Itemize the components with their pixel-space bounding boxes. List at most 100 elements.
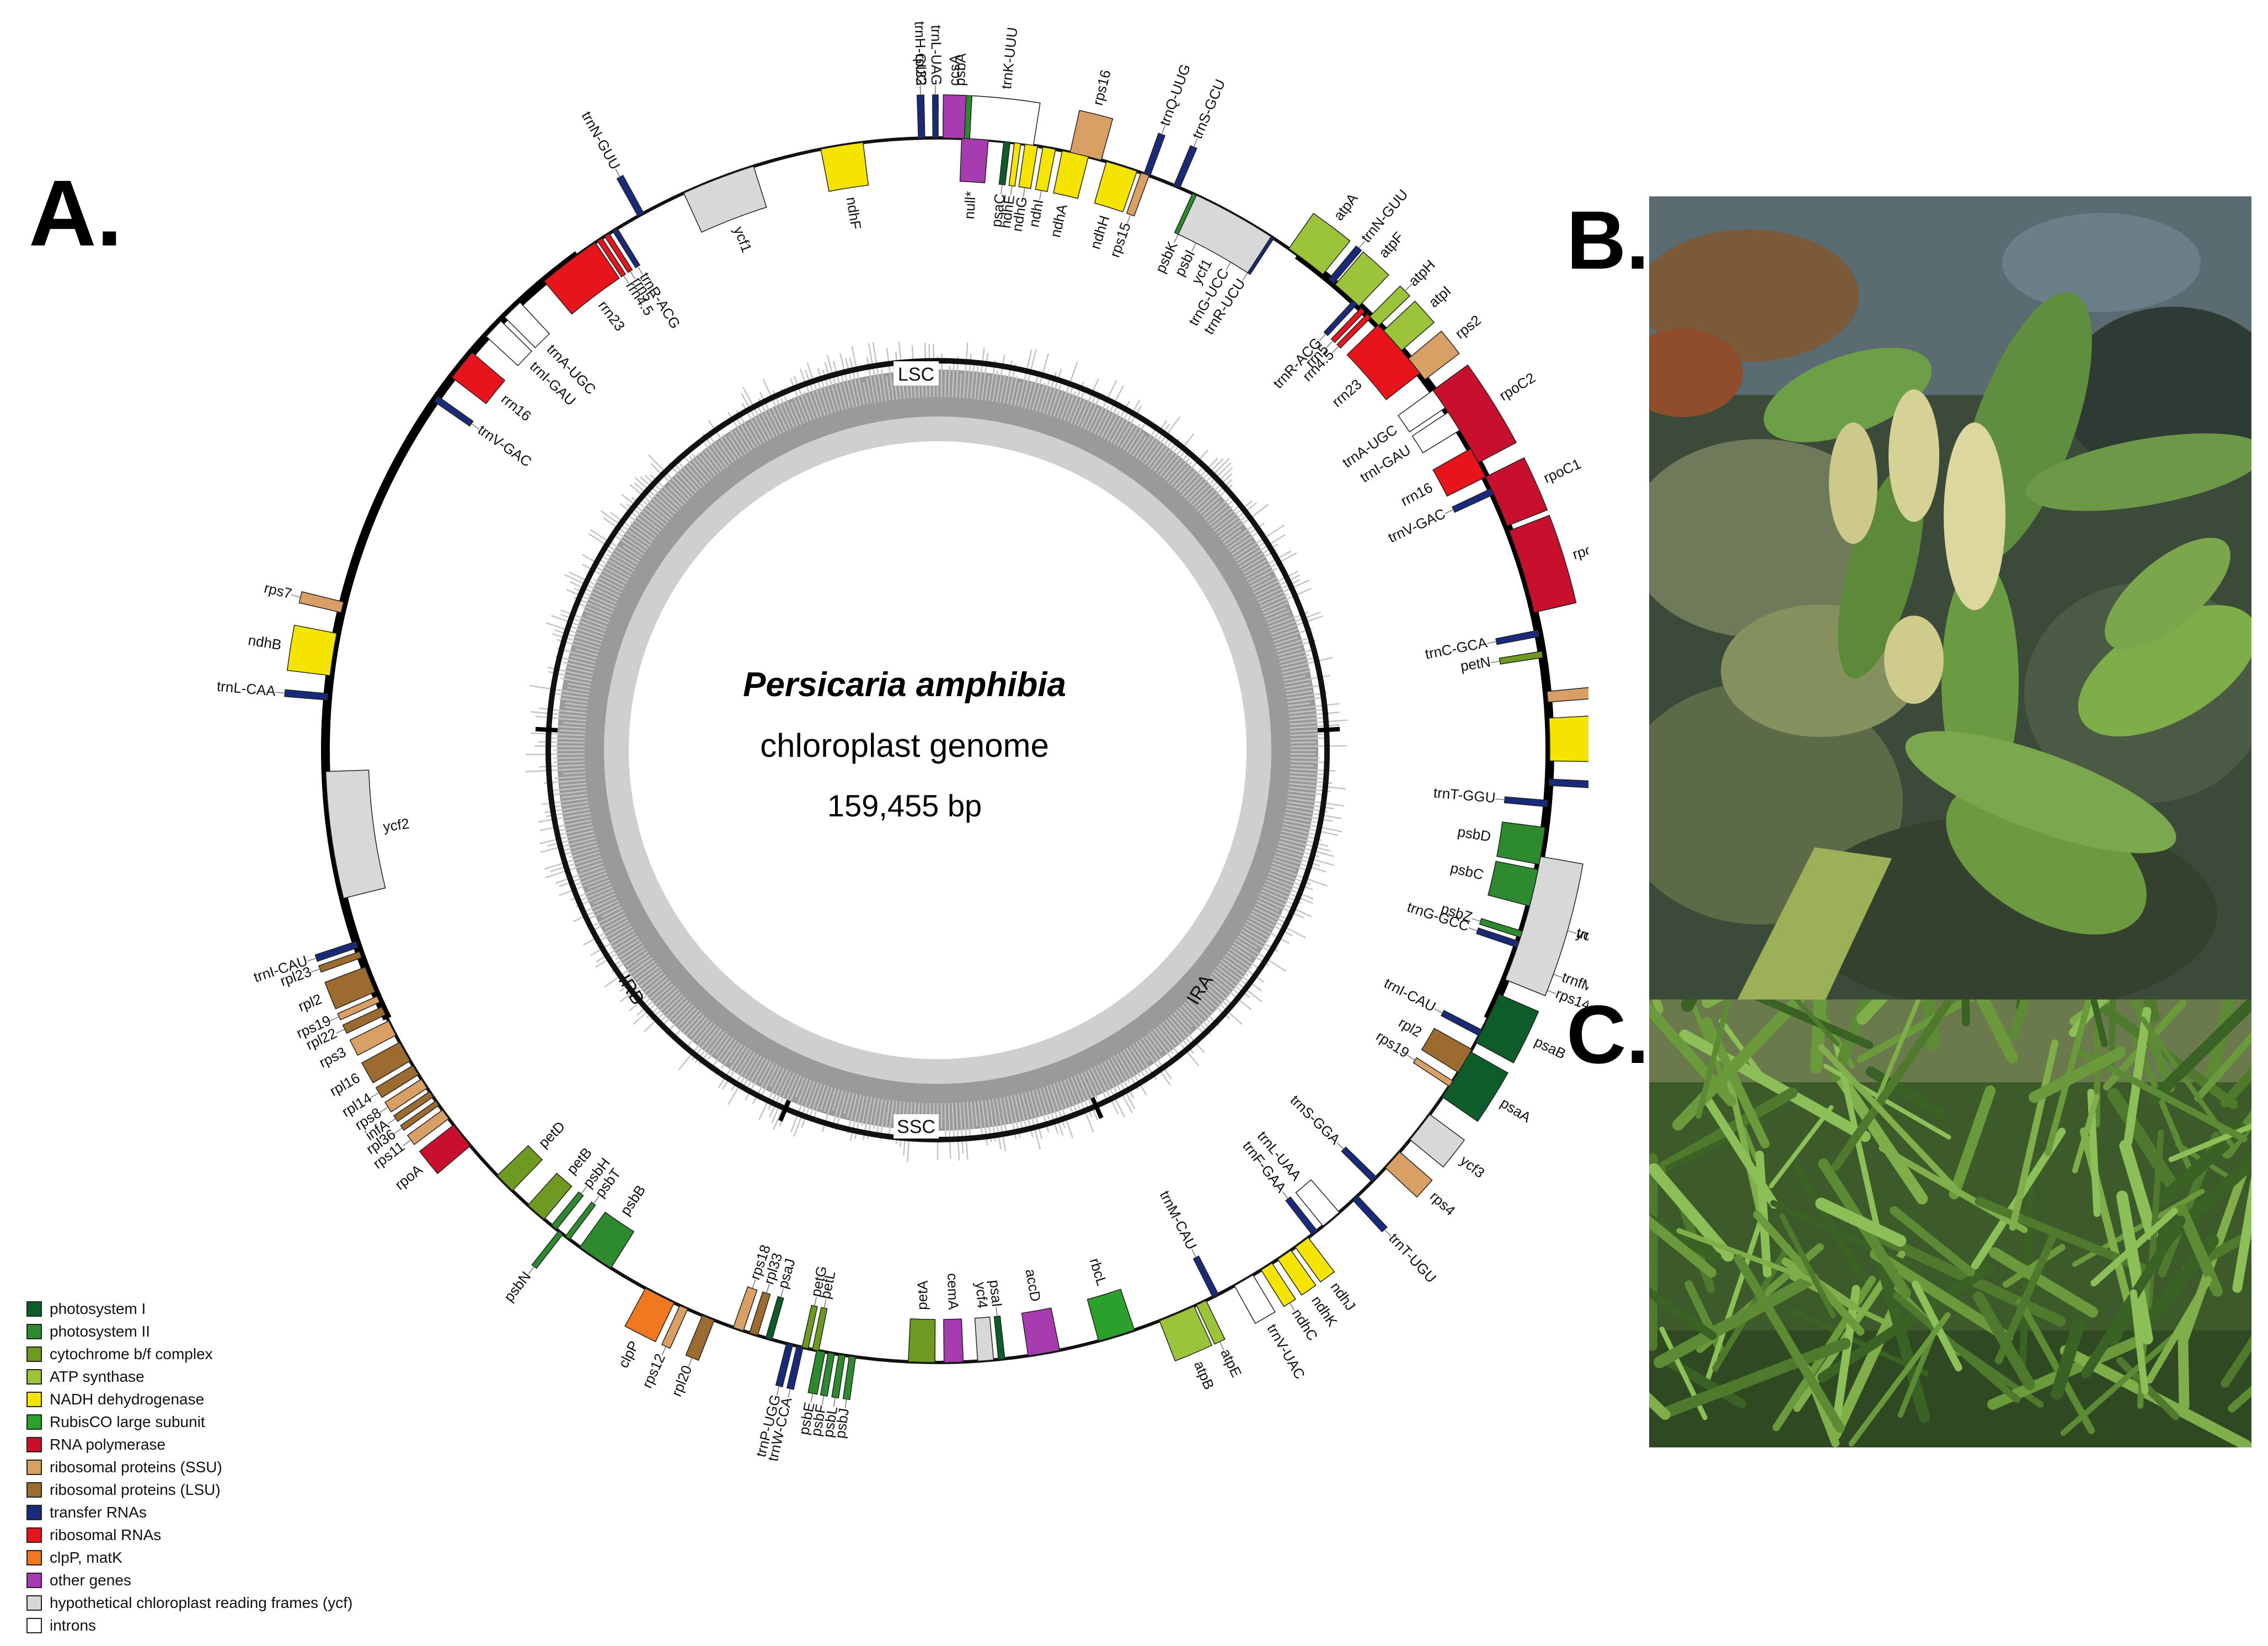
grass-blade	[1832, 1285, 1860, 1424]
grass-blade	[2130, 1289, 2149, 1394]
gc-spike	[1287, 702, 1310, 707]
gc-spike	[1110, 409, 1130, 443]
gc-spike	[564, 706, 587, 710]
gc-spike	[619, 503, 660, 535]
gc-spike	[593, 893, 616, 904]
gc-spike	[550, 786, 587, 792]
gc-spike	[545, 622, 602, 642]
gc-spike	[973, 1101, 978, 1127]
gc-spike	[1192, 467, 1233, 506]
gc-spike	[1265, 610, 1290, 621]
gc-spike	[1053, 1083, 1073, 1139]
gc-spike	[674, 475, 694, 496]
gene-block-psbj	[842, 1355, 857, 1401]
gene-block-trnl-caa	[1548, 778, 1588, 788]
gene-label: trnV-GAC	[475, 421, 534, 470]
gc-spike	[570, 872, 607, 888]
gene-block-rpl23	[318, 951, 362, 973]
grass-blade	[2068, 1000, 2107, 1037]
gc-spike	[553, 757, 585, 759]
gc-spike	[1070, 1077, 1094, 1132]
gene-block-infa	[393, 1091, 434, 1122]
gc-spike	[1247, 552, 1297, 581]
gc-spike	[1285, 682, 1310, 688]
gc-spike	[1275, 638, 1308, 649]
gene-leader-line	[1331, 346, 1339, 354]
gene-block-trni-cau	[314, 940, 359, 962]
gc-spike	[570, 655, 596, 664]
gc-spike	[1283, 675, 1306, 681]
gc-spike	[593, 579, 622, 594]
gc-spike	[977, 1100, 983, 1138]
gc-spike	[771, 1072, 795, 1123]
gc-spike	[824, 362, 840, 412]
gc-spike	[1165, 450, 1191, 481]
gc-spike	[992, 1098, 1002, 1150]
gc-spike	[606, 549, 636, 568]
gc-spike	[579, 862, 603, 872]
gc-spike	[721, 1041, 740, 1069]
gc-spike	[1120, 1051, 1147, 1096]
gc-spike	[1273, 858, 1311, 872]
gc-spike	[996, 354, 1005, 403]
gc-spike	[668, 1004, 694, 1031]
gc-spike	[962, 342, 969, 398]
legend-label: introns	[50, 1616, 97, 1634]
gc-spike	[1248, 567, 1278, 584]
grass-blade	[2051, 1318, 2085, 1400]
gc-spike	[558, 725, 586, 729]
gc-spike	[962, 1102, 969, 1160]
gc-spike	[1014, 1094, 1023, 1129]
gene-block-trnl-uag	[932, 94, 939, 138]
gc-spike	[808, 1083, 822, 1121]
legend-item: NADH dehydrogenase	[26, 1388, 523, 1410]
gene-leader-line	[528, 1266, 535, 1275]
grass-blade	[1649, 1213, 1722, 1263]
gc-spike	[588, 879, 610, 889]
gc-spike	[814, 1084, 826, 1118]
gc-spike	[668, 486, 686, 504]
gc-spike	[1120, 424, 1136, 449]
gc-spike	[1279, 654, 1310, 664]
gc-spike	[1209, 974, 1252, 1011]
gc-spike	[951, 1103, 955, 1142]
gc-spike	[832, 1089, 840, 1111]
gc-spike	[999, 375, 1006, 403]
gc-spike	[1218, 963, 1247, 985]
gc-spike	[1281, 656, 1333, 671]
gc-spike	[823, 1087, 833, 1112]
gene-leader-line	[1384, 1229, 1392, 1237]
gc-spike	[559, 869, 606, 888]
gc-spike	[525, 768, 585, 773]
gc-spike	[1104, 411, 1120, 440]
gc-spike	[793, 1081, 816, 1137]
grass-blade	[2016, 1298, 2095, 1434]
gc-spike	[1251, 576, 1278, 591]
gc-spike	[756, 403, 775, 438]
gene-block-rps7	[1547, 687, 1588, 703]
gene-leader-line	[1174, 234, 1179, 243]
gc-spike	[559, 876, 608, 896]
gene-label: psaI	[986, 1279, 1005, 1308]
gc-spike	[1060, 1081, 1074, 1114]
gc-spike	[1265, 879, 1314, 900]
gc-spike	[1123, 1050, 1141, 1077]
gc-spike	[736, 418, 756, 449]
gc-spike	[1094, 405, 1109, 435]
gene-block-trnp-ugg	[775, 1343, 794, 1388]
gene-leader-line	[1319, 333, 1326, 341]
grass-blade	[1973, 1291, 2035, 1391]
gc-spike	[1241, 549, 1277, 571]
gc-spike	[569, 848, 599, 858]
gc-spike	[966, 1102, 971, 1139]
gene-label: trnN-GUU	[579, 109, 624, 173]
gc-spike	[595, 938, 640, 968]
gene-leader-line	[615, 168, 621, 178]
grass-blade	[1779, 1213, 1836, 1318]
region-label-lsc: LSC	[898, 364, 934, 385]
gc-spike	[1256, 900, 1280, 912]
gene-leader-line	[291, 594, 301, 598]
gene-block-trnv-gac	[434, 396, 474, 427]
gene-label: rps15	[1106, 220, 1134, 259]
grass-blade	[2107, 1088, 2181, 1195]
